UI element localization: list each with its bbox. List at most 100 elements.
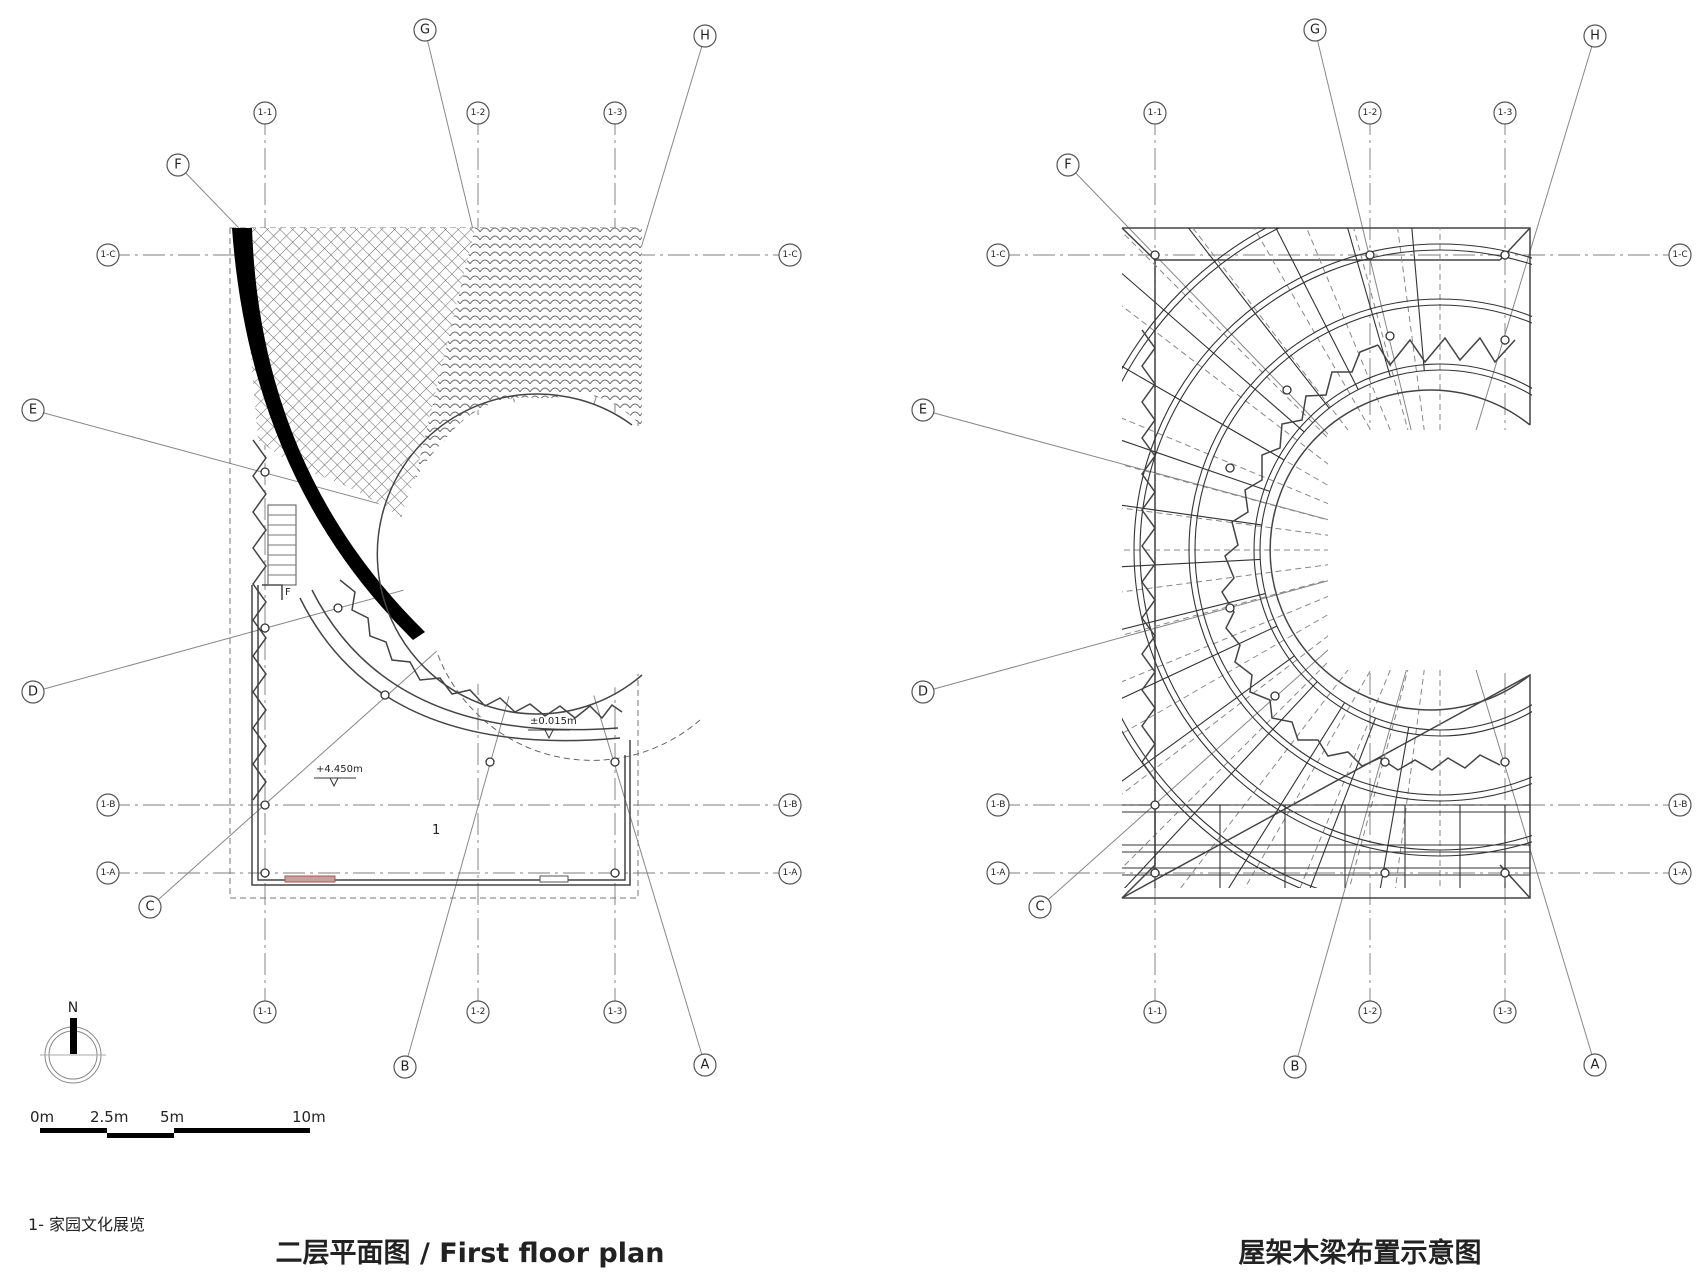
grid-bubble-right-1-C: 1-C xyxy=(778,243,802,267)
axis-bubble-B: B xyxy=(1283,1055,1307,1079)
grid-bubble-bottom-1-2: 1-2 xyxy=(466,1000,490,1024)
svg-text:1-2: 1-2 xyxy=(1363,108,1378,118)
svg-text:1-1: 1-1 xyxy=(258,1007,273,1017)
svg-text:H: H xyxy=(700,29,710,44)
axis-bubble-E: E xyxy=(911,398,935,422)
axis-bubble-B: B xyxy=(393,1055,417,1079)
axis-bubble-E: E xyxy=(21,398,45,422)
building-walls xyxy=(251,439,631,886)
svg-text:C: C xyxy=(1035,900,1044,915)
right-axis-lines: 1-1 1-1 1-2 1-2 1-3 1-3 1-C 1-C 1-B 1-B 1-A 1-A A B C D… xyxy=(911,18,1692,1079)
axis-bubble-H: H xyxy=(1583,24,1607,48)
grid-bubble-top-1-1: 1-1 xyxy=(253,101,277,125)
svg-text:1-2: 1-2 xyxy=(471,108,486,118)
grid-bubble-left-1-A: 1-A xyxy=(986,861,1010,885)
grid-bubble-right-1-B: 1-B xyxy=(1668,793,1692,817)
void-outline xyxy=(376,393,643,715)
svg-text:F: F xyxy=(1064,158,1071,173)
svg-text:1-B: 1-B xyxy=(1673,800,1688,810)
axis-bubble-D: D xyxy=(911,680,935,704)
svg-text:D: D xyxy=(28,685,38,700)
grid-bubble-left-1-B: 1-B xyxy=(96,793,120,817)
axis-bubble-C: C xyxy=(1028,895,1052,919)
grid-bubble-left-1-C: 1-C xyxy=(986,243,1010,267)
grid-bubble-top-1-1: 1-1 xyxy=(1143,101,1167,125)
svg-text:1-2: 1-2 xyxy=(1363,1007,1378,1017)
axis-bubble-G: G xyxy=(413,18,437,42)
scale-bar: 0m 2.5m 5m 10m xyxy=(30,1108,326,1138)
scale-label-0: 0m xyxy=(30,1108,54,1126)
grid-bubble-right-1-B: 1-B xyxy=(778,793,802,817)
svg-text:E: E xyxy=(29,403,37,418)
grid-bubble-left-1-C: 1-C xyxy=(96,243,120,267)
level-mark-upper: ±0.015m xyxy=(530,716,577,727)
svg-text:F: F xyxy=(174,158,181,173)
stair-mark: F xyxy=(285,587,291,598)
svg-text:1-B: 1-B xyxy=(991,800,1006,810)
svg-text:A: A xyxy=(701,1058,710,1073)
grid-bubble-bottom-1-3: 1-3 xyxy=(1493,1000,1517,1024)
svg-text:B: B xyxy=(1291,1060,1300,1075)
svg-text:G: G xyxy=(420,23,430,38)
svg-text:1-3: 1-3 xyxy=(1498,108,1513,118)
grid-bubble-bottom-1-1: 1-1 xyxy=(1143,1000,1167,1024)
axis-bubble-H: H xyxy=(693,24,717,48)
svg-text:1-C: 1-C xyxy=(782,250,797,260)
grid-bubble-bottom-1-2: 1-2 xyxy=(1358,1000,1382,1024)
room-legend-note: 1- 家园文化展览 xyxy=(28,1215,145,1234)
svg-text:1-A: 1-A xyxy=(101,868,117,878)
axis-bubble-D: D xyxy=(21,680,45,704)
svg-text:C: C xyxy=(145,900,154,915)
svg-text:1-3: 1-3 xyxy=(608,1007,623,1017)
svg-text:1-A: 1-A xyxy=(1673,868,1689,878)
scale-label-3: 10m xyxy=(292,1108,326,1126)
axis-bubble-F: F xyxy=(166,153,190,177)
scale-label-2: 5m xyxy=(160,1108,184,1126)
radial-beams xyxy=(1122,228,1532,888)
svg-text:B: B xyxy=(401,1060,410,1075)
axis-bubble-G: G xyxy=(1303,18,1327,42)
svg-text:1-1: 1-1 xyxy=(258,108,273,118)
axis-bubble-C: C xyxy=(138,895,162,919)
svg-text:1-1: 1-1 xyxy=(1148,1007,1163,1017)
grid-bubble-left-1-A: 1-A xyxy=(96,861,120,885)
svg-text:H: H xyxy=(1590,29,1600,44)
svg-text:1-B: 1-B xyxy=(783,800,798,810)
svg-text:1-B: 1-B xyxy=(101,800,116,810)
svg-text:1-2: 1-2 xyxy=(471,1007,486,1017)
columns xyxy=(260,467,620,878)
left-plan-caption: 二层平面图 / First floor plan xyxy=(276,1238,665,1269)
curved-black-wall xyxy=(232,228,425,640)
svg-text:1-A: 1-A xyxy=(991,868,1007,878)
grid-bubble-right-1-A: 1-A xyxy=(778,861,802,885)
svg-text:D: D xyxy=(918,685,928,700)
axis-bubble-A: A xyxy=(693,1053,717,1077)
grid-bubble-right-1-C: 1-C xyxy=(1668,243,1692,267)
level-mark-lower: +4.450m xyxy=(316,764,363,775)
roof-beam-plan: 1-1 1-1 1-2 1-2 1-3 1-3 1-C 1-C 1-B 1-B 1-A 1-A A B C D… xyxy=(911,18,1692,1079)
grid-bubble-bottom-1-1: 1-1 xyxy=(253,1000,277,1024)
room-number: 1 xyxy=(432,823,440,838)
svg-text:1-3: 1-3 xyxy=(1498,1007,1513,1017)
first-floor-plan: 1-1 1-1 1-2 1-2 1-3 1-3 1-C 1-C 1-B 1-B 1-A 1-A A B C D… xyxy=(21,18,802,1079)
north-label: N xyxy=(68,1000,78,1016)
axis-bubble-A: A xyxy=(1583,1053,1607,1077)
right-plan-caption: 屋架木梁布置示意图 xyxy=(1239,1237,1482,1269)
grid-bubble-top-1-3: 1-3 xyxy=(1493,101,1517,125)
bottom-beams xyxy=(1122,804,1530,876)
grid-bubble-bottom-1-3: 1-3 xyxy=(603,1000,627,1024)
grid-bubble-left-1-B: 1-B xyxy=(986,793,1010,817)
grid-bubble-right-1-A: 1-A xyxy=(1668,861,1692,885)
roof-tiles xyxy=(240,228,642,702)
stair xyxy=(267,504,297,586)
north-arrow: N xyxy=(40,1000,106,1084)
svg-text:1-1: 1-1 xyxy=(1148,108,1163,118)
svg-text:1-C: 1-C xyxy=(990,250,1005,260)
svg-text:A: A xyxy=(1591,1058,1600,1073)
svg-text:1-3: 1-3 xyxy=(608,108,623,118)
svg-text:E: E xyxy=(919,403,927,418)
scale-label-1: 2.5m xyxy=(90,1108,128,1126)
svg-text:1-C: 1-C xyxy=(1672,250,1687,260)
roof-outline xyxy=(1121,227,1531,899)
